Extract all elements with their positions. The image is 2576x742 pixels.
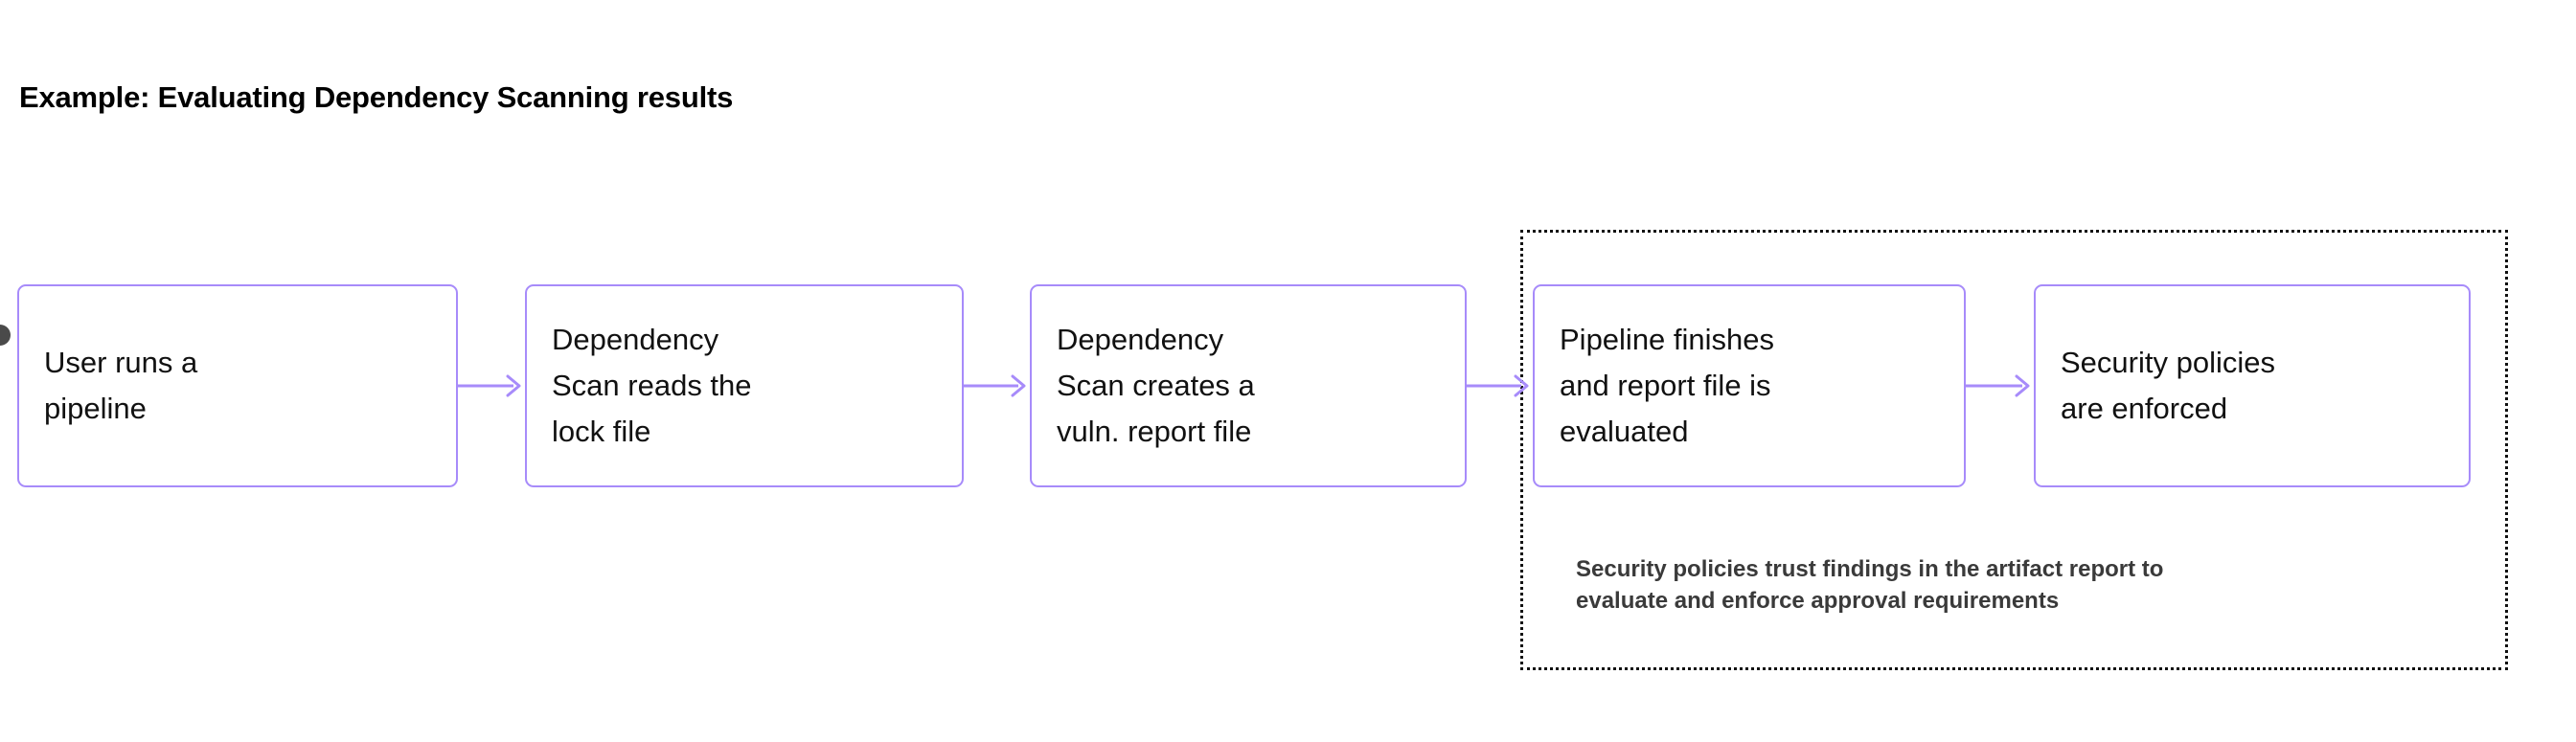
group-caption-text: Security policies trust findings in the … xyxy=(1576,556,2164,615)
flow-node-user-runs-pipeline[interactable]: User runs a pipeline xyxy=(17,284,458,487)
flow-arrow-1-to-2 xyxy=(458,374,521,397)
flow-arrow-3-to-4 xyxy=(1467,374,1529,397)
group-container-security-policies xyxy=(1520,230,2508,670)
flow-node-label: Dependency Scan creates a vuln. report f… xyxy=(1057,322,1255,449)
flow-arrow-4-to-5 xyxy=(1966,374,2030,397)
flow-node-security-policies-enforced[interactable]: Security policies are enforced xyxy=(2034,284,2471,487)
flow-node-label: Pipeline finishes and report file is eva… xyxy=(1560,322,1775,449)
flow-node-label: User runs a pipeline xyxy=(44,345,198,425)
flow-node-pipeline-finishes-report-evaluated[interactable]: Pipeline finishes and report file is eva… xyxy=(1533,284,1966,487)
node-source-handle-icon[interactable] xyxy=(0,325,11,346)
flow-node-label: Security policies are enforced xyxy=(2061,345,2275,425)
page-title: Example: Evaluating Dependency Scanning … xyxy=(19,80,734,114)
flow-node-dependency-scan-reads-lock-file[interactable]: Dependency Scan reads the lock file xyxy=(525,284,964,487)
flow-arrow-2-to-3 xyxy=(964,374,1026,397)
flow-node-label: Dependency Scan reads the lock file xyxy=(552,322,752,449)
flow-node-dependency-scan-creates-report[interactable]: Dependency Scan creates a vuln. report f… xyxy=(1030,284,1467,487)
